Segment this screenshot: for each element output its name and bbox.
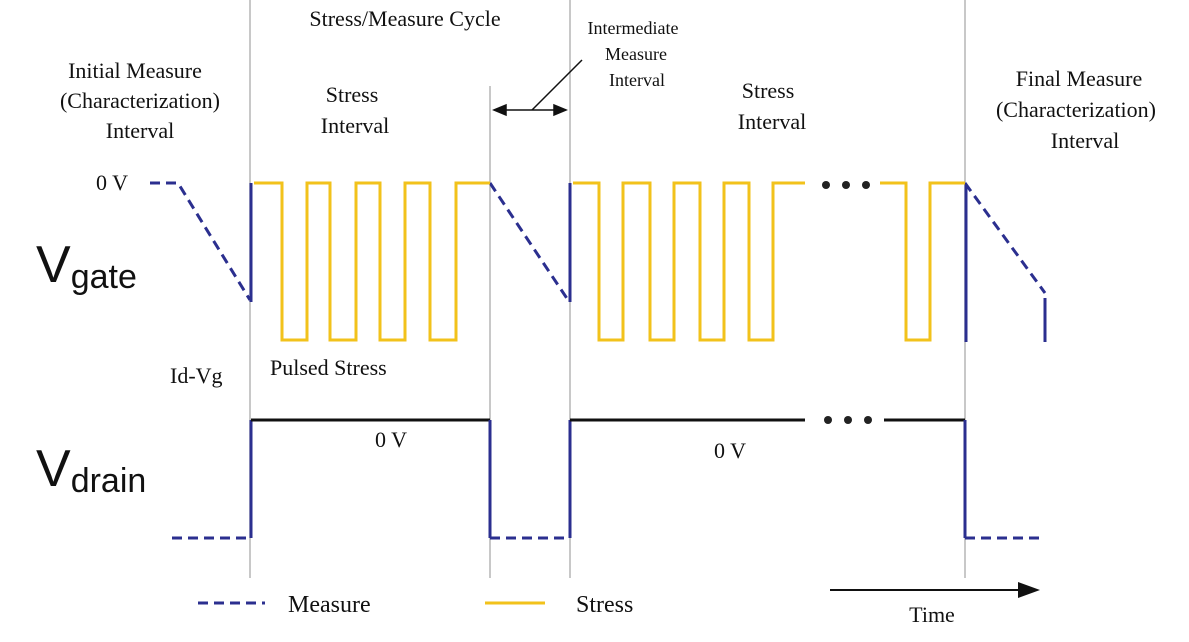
vdrain-ellipsis — [824, 416, 872, 424]
cycle-label: Stress/Measure Cycle — [309, 6, 500, 31]
initial-label-line2: (Characterization) — [60, 88, 220, 113]
zero-v-gate-label: 0 V — [96, 170, 128, 195]
vgate-final-measure — [963, 182, 1047, 294]
vgate-intermediate-measure — [488, 182, 570, 301]
initial-label-line3: Interval — [106, 118, 174, 143]
pulsed-stress-label: Pulsed Stress — [270, 355, 387, 380]
legend: Measure Stress — [198, 592, 633, 618]
vdrain-waveform — [172, 418, 1045, 540]
vgate-initial-measure — [150, 181, 252, 301]
arrowhead-icon — [1018, 582, 1040, 598]
stress-interval-2-line2: Interval — [738, 109, 806, 134]
stress-interval-1-line2: Interval — [321, 113, 389, 138]
legend-stress-label: Stress — [576, 592, 633, 618]
idvg-label: Id-Vg — [170, 363, 223, 388]
final-label-line2: (Characterization) — [996, 97, 1156, 122]
intermediate-label-line2: Measure — [605, 44, 667, 64]
intermediate-label-line3: Interval — [609, 70, 665, 90]
legend-measure-label: Measure — [288, 592, 371, 618]
final-label-line3: Interval — [1051, 128, 1119, 153]
vgate-waveform — [150, 181, 1047, 342]
intermediate-interval-arrow — [492, 59, 583, 117]
vgate-stress-pulses-2 — [573, 181, 805, 342]
vdrain-axis-label: Vdrain — [36, 440, 146, 500]
zero-v-drain-label-1: 0 V — [375, 427, 407, 452]
final-label-line1: Final Measure — [1016, 66, 1142, 91]
vgate-ellipsis — [822, 181, 870, 189]
zero-v-drain-label-2: 0 V — [714, 438, 746, 463]
initial-label-line1: Initial Measure — [68, 58, 202, 83]
vgate-stress-pulses-3 — [880, 181, 965, 342]
time-arrow: Time — [830, 582, 1040, 627]
vgate-stress-pulses-1 — [254, 181, 490, 342]
stress-interval-2-line1: Stress — [742, 78, 795, 103]
stress-interval-1-line1: Stress — [326, 82, 379, 107]
intermediate-label-line1: Intermediate — [588, 18, 679, 38]
vgate-axis-label: Vgate — [36, 236, 137, 296]
time-label: Time — [909, 602, 955, 627]
